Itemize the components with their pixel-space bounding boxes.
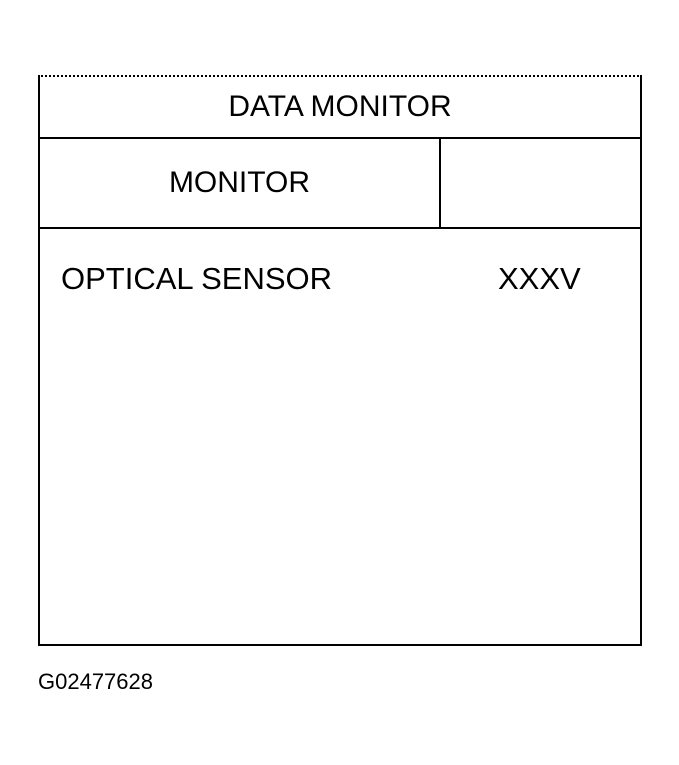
column-header-monitor: MONITOR [40, 139, 441, 227]
figure-id: G02477628 [38, 669, 153, 694]
data-item-label: OPTICAL SENSOR [61, 261, 333, 296]
data-monitor-screen: DATA MONITOR MONITOR OPTICAL SENSOR XXXV [38, 75, 642, 646]
screen-title: DATA MONITOR [40, 77, 640, 139]
column-header-value [441, 139, 640, 227]
data-item-value: XXXV [498, 261, 581, 296]
data-row: OPTICAL SENSOR XXXV [40, 229, 640, 309]
column-header-row: MONITOR [40, 139, 640, 229]
